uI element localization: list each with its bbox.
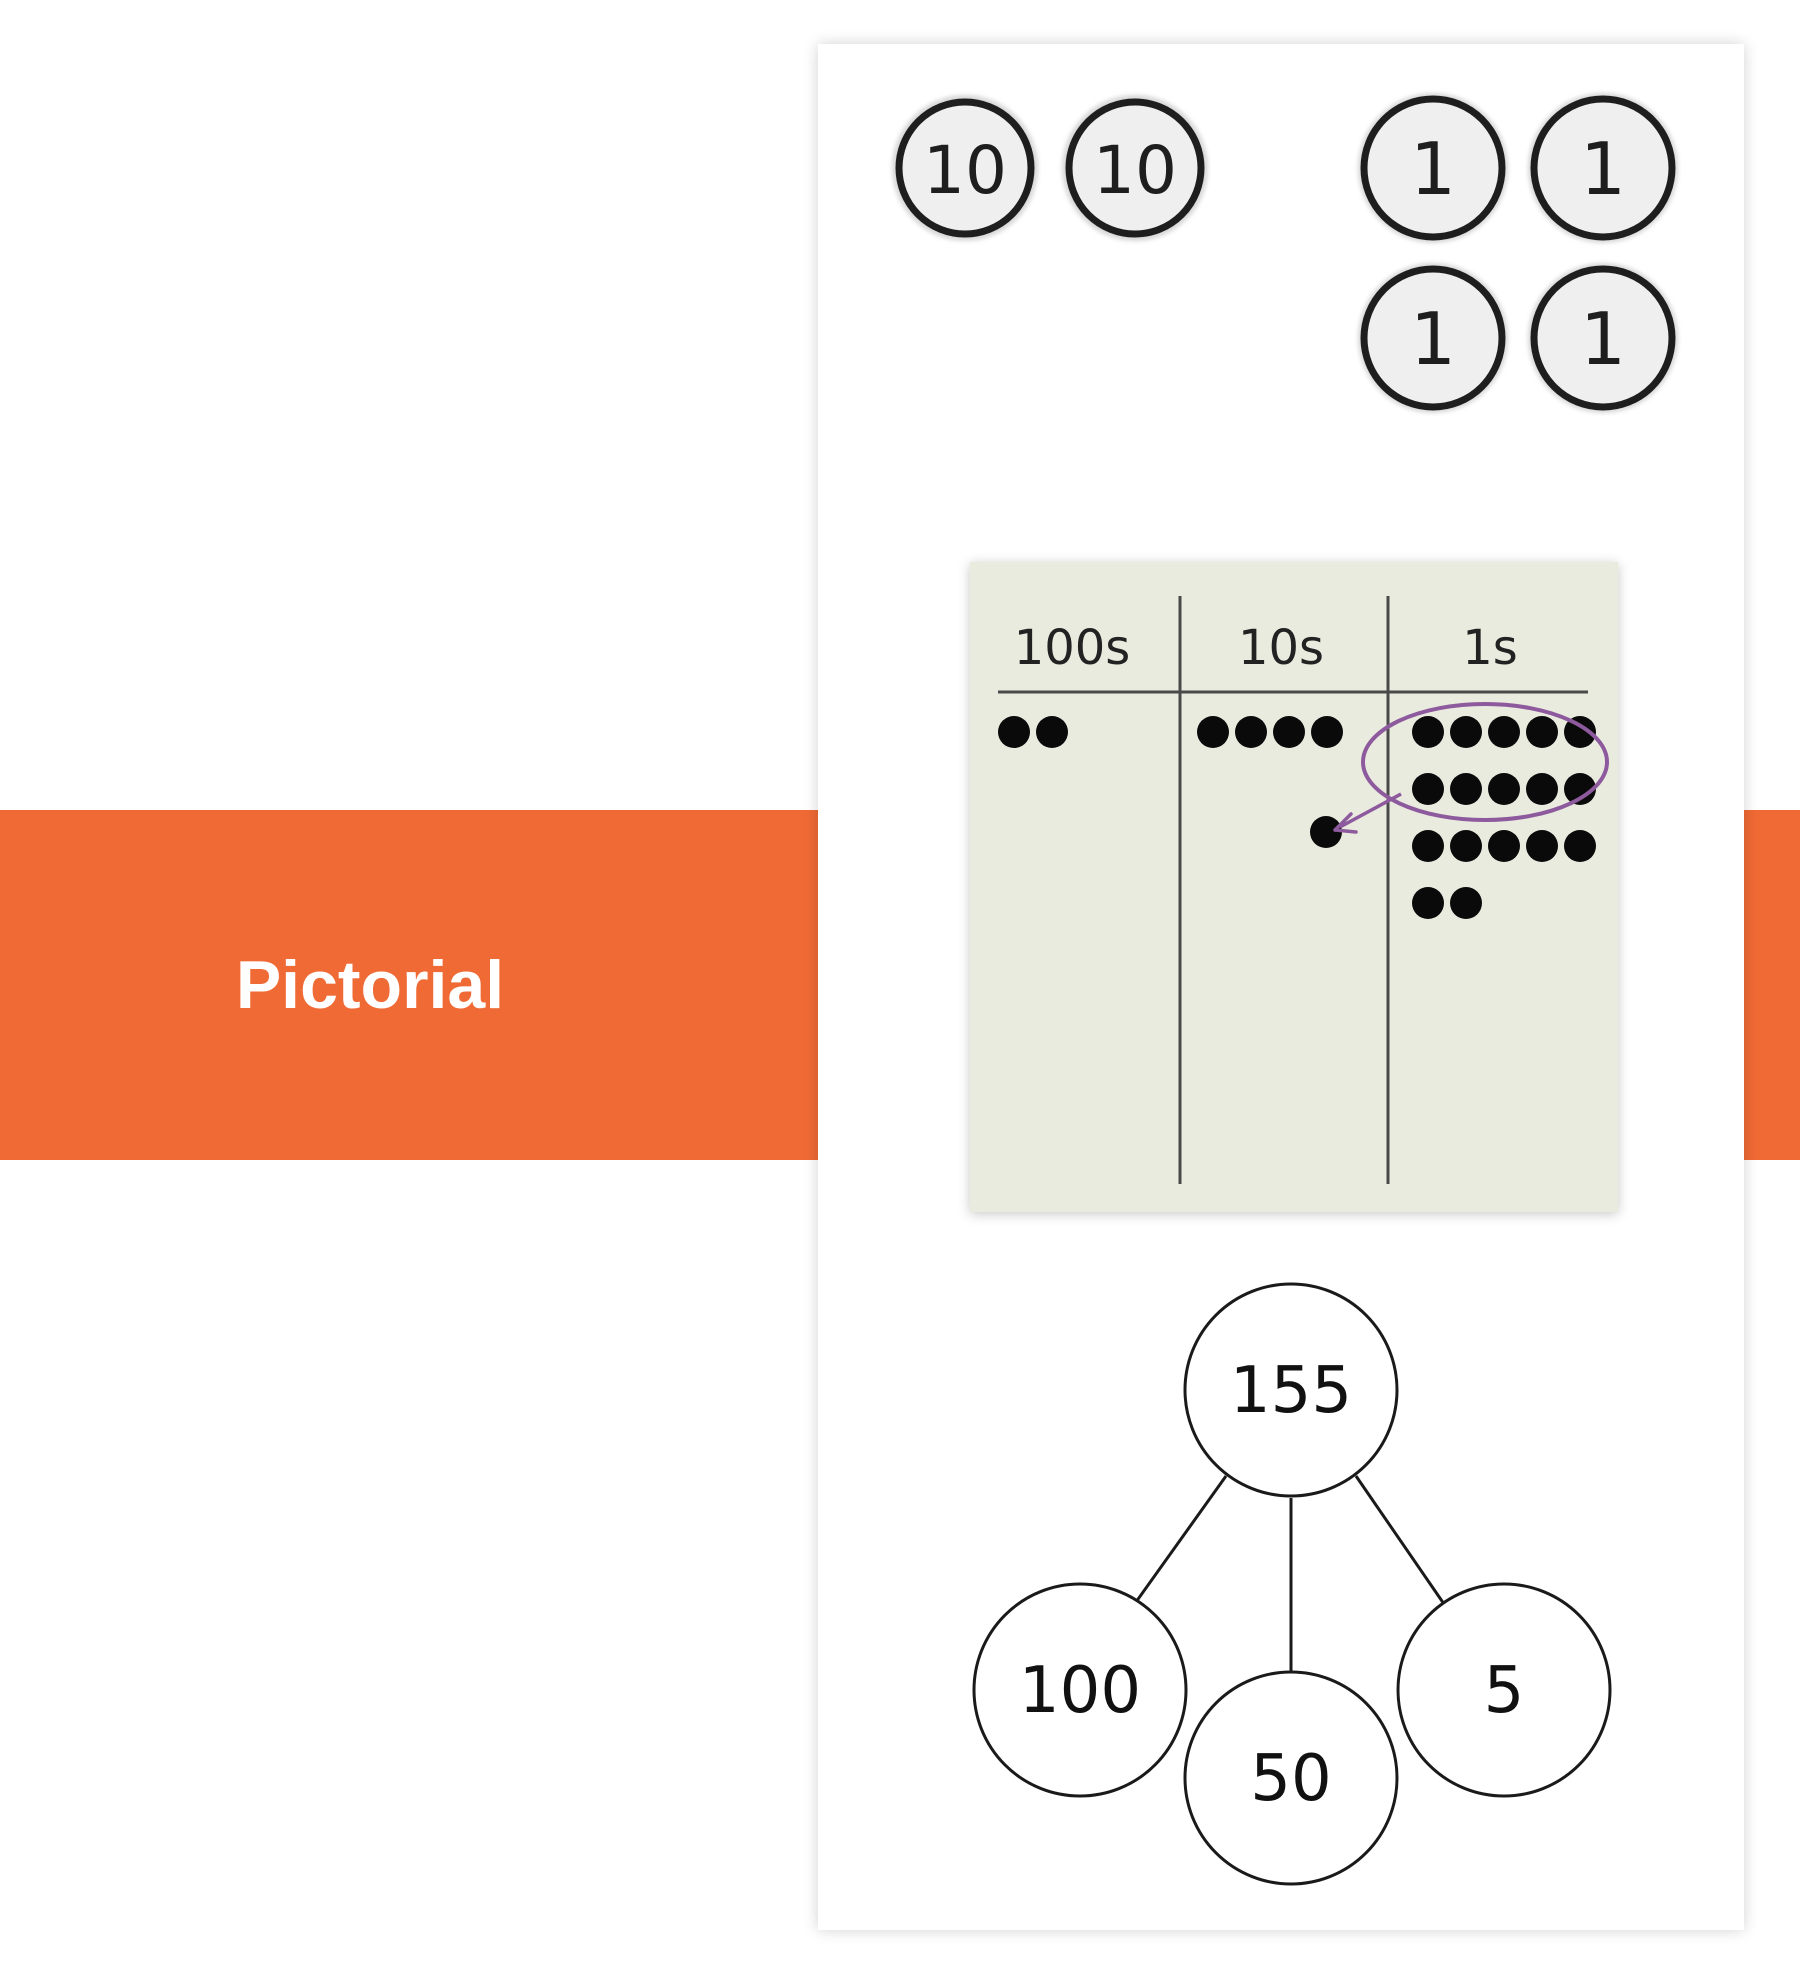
ones-counter-disc [1360,265,1506,411]
ones-dot [1450,887,1482,919]
hundreds-dot [1036,716,1068,748]
tens-dot [1235,716,1267,748]
hundreds-dot [998,716,1030,748]
exchange-arrow [1339,792,1402,829]
section-label: Pictorial [235,947,505,1023]
ones-dot [1412,830,1444,862]
ones-dot [1412,887,1444,919]
counters-group: 10 10 1 1 1 [892,93,1678,413]
ones-dot [1488,773,1520,805]
tens-dot [1197,716,1229,748]
tens-counter-disc [895,98,1035,238]
part-value: 5 [1484,1654,1525,1728]
tens-counter: 10 [892,95,1038,241]
part-whole-model: 155 100 50 5 [972,1282,1612,1886]
ones-counter-label: 1 [1580,127,1626,211]
ones-dot [1526,773,1558,805]
ones-dot [1450,830,1482,862]
ones-dot [1564,716,1596,748]
tens-counter: 10 [1062,95,1208,241]
ones-dot [1526,716,1558,748]
header-tens: 10s [1238,620,1324,676]
place-value-dots [998,716,1596,919]
ones-dot [1450,716,1482,748]
tens-dot [1273,716,1305,748]
ones-dot [1488,716,1520,748]
part-circle: 100 [972,1582,1188,1798]
connector-line [1134,1475,1228,1603]
ones-dot [1450,773,1482,805]
pictorial-card: 10 10 1 1 1 [818,44,1744,1930]
ones-dot [1488,830,1520,862]
ones-dot [1564,830,1596,862]
tens-counter-label: 10 [923,132,1007,209]
part-circle: 5 [1396,1582,1612,1798]
exchange-ring [1361,702,1609,822]
ones-dot [1526,830,1558,862]
tens-counter-label: 10 [1093,132,1177,209]
tens-dot [1311,716,1343,748]
part-value: 100 [1019,1654,1141,1728]
tens-counter-disc [1065,98,1205,238]
whole-value: 155 [1230,1354,1352,1428]
ones-counter-disc [1360,95,1506,241]
part-value: 50 [1250,1742,1331,1816]
ones-dot [1412,716,1444,748]
ones-counter-disc [1530,265,1676,411]
header-hundreds: 100s [1014,620,1131,676]
whole-circle: 155 [1183,1282,1399,1498]
place-value-chart: 100s 10s 1s [970,562,1618,1212]
ones-counter-label: 1 [1410,297,1456,381]
ones-counter: 1 [1358,263,1508,413]
ones-counter-label: 1 [1580,297,1626,381]
header-ones: 1s [1462,620,1518,676]
ones-counter: 1 [1528,263,1678,413]
connector-line [1354,1475,1446,1605]
exchange-arrowhead [1333,812,1358,834]
ones-counter: 1 [1528,93,1678,243]
ones-counter-label: 1 [1410,127,1456,211]
ones-dot [1412,773,1444,805]
place-value-panel [970,562,1618,1212]
ones-counter-disc [1530,95,1676,241]
pictorial-diagram: 10 10 1 1 1 [892,93,1678,1886]
ones-dot [1564,773,1596,805]
ones-counter: 1 [1358,93,1508,243]
exchanged-ten-dot [1310,816,1342,848]
part-circle: 50 [1183,1670,1399,1886]
